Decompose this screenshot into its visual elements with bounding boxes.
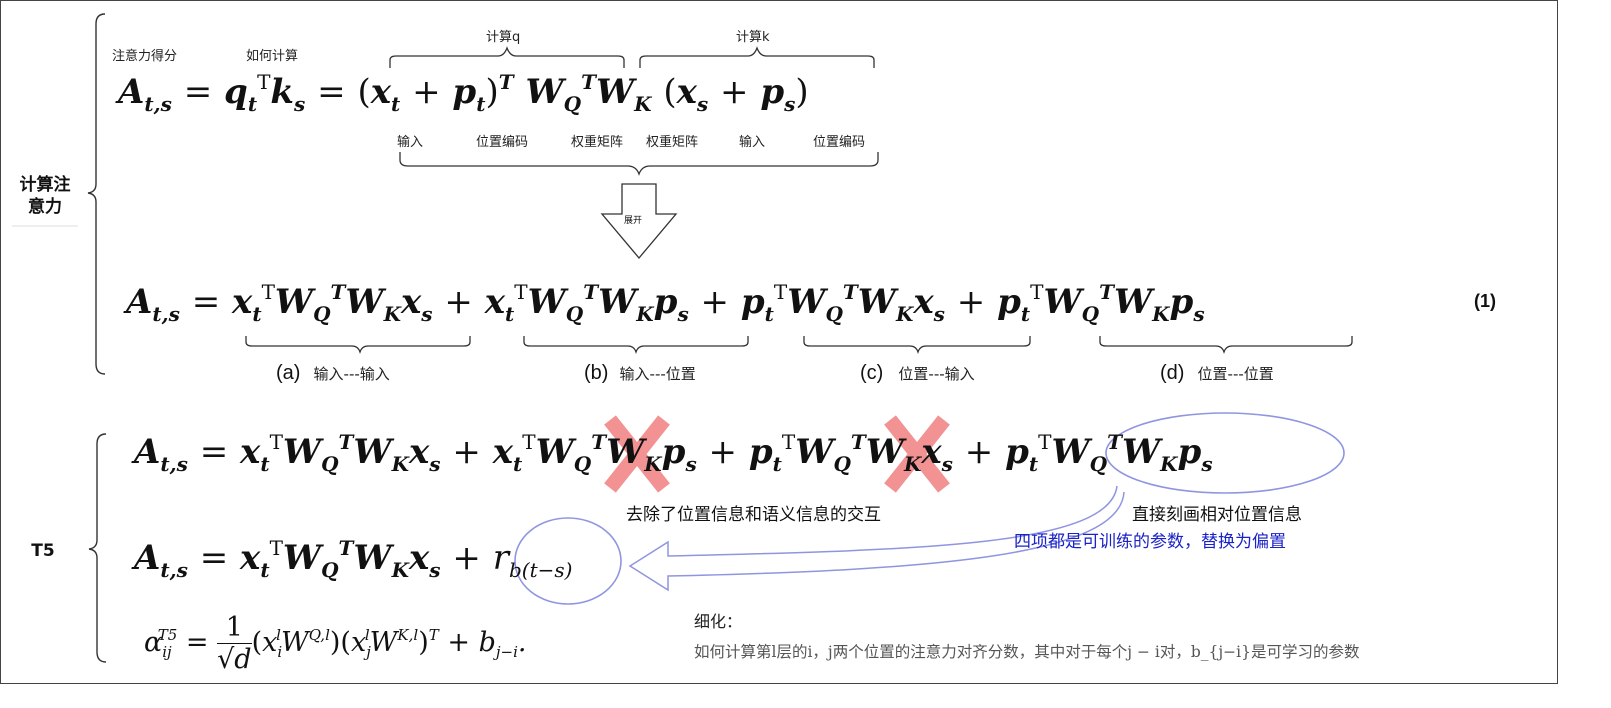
term-a-letter: (a): [276, 362, 301, 384]
expand-label: 展开: [624, 216, 643, 226]
t5-side-label: T5: [31, 541, 55, 561]
replace-arrow: [628, 485, 1125, 592]
trainable-bias-note: 四项都是可训练的参数，替换为偏置: [1014, 532, 1286, 552]
term-c-desc: 位置---输入: [898, 365, 975, 383]
term-b: (b) 输入---位置: [584, 362, 696, 385]
equation-number: (1): [1474, 291, 1496, 311]
input-label-1: 输入: [397, 135, 424, 150]
calc-q-label: 计算q: [486, 30, 521, 45]
brace-expand: [399, 152, 879, 176]
attention-side-label: 计算注 意力: [10, 174, 80, 218]
diagram-frame: [0, 0, 1558, 684]
brace-term-b: [523, 336, 749, 355]
equation-attention-score: At,s = qtTks = (xt + pt)T WQTWK (xs + ps…: [118, 70, 809, 116]
how-label: 如何计算: [246, 49, 299, 64]
ellipse-term-d: [1105, 412, 1345, 494]
brace-calc-q: [389, 46, 625, 68]
term-a-desc: 输入---输入: [313, 365, 390, 383]
brace-attention: [87, 13, 106, 375]
refine-label: 细化：: [694, 612, 743, 631]
expand-arrow: [600, 183, 678, 260]
direct-relative-note: 直接刻画相对位置信息: [1132, 505, 1302, 525]
score-label: 注意力得分: [112, 49, 178, 64]
attention-label-line2: 意力: [28, 197, 62, 217]
brace-term-d: [1099, 336, 1353, 355]
equation-expanded: At,s = xtTWQTWKxs + xtTWQTWKps + ptTWQTW…: [126, 280, 1205, 326]
attention-label-line1: 计算注: [19, 175, 71, 195]
cross-term-c: [884, 415, 950, 493]
brace-calc-k: [639, 46, 875, 68]
term-b-letter: (b): [584, 362, 609, 384]
term-d-desc: 位置---位置: [1197, 365, 1274, 383]
equation-t5-alpha: αijT5 = 1 √d (xilWQ,l)(xjlWK,l)T + bj−i.: [144, 612, 527, 675]
weight-label-2: 权重矩阵: [646, 135, 699, 150]
term-d-letter: (d): [1160, 362, 1185, 384]
refine-text: 如何计算第l层的i，j两个位置的注意力对齐分数，其中对于每个j − i对，b_{…: [694, 643, 1360, 661]
brace-term-a: [245, 336, 471, 355]
calc-k-label: 计算k: [736, 30, 770, 45]
brace-term-c: [803, 336, 1031, 355]
term-c-letter: (c): [860, 362, 884, 384]
pos-enc-label-1: 位置编码: [476, 135, 529, 150]
cross-term-b: [604, 415, 670, 493]
equation-t5-full: At,s = xtTWQTWKxs + xtTWQTWKps + ptTWQTW…: [134, 430, 1213, 476]
term-c: (c) 位置---输入: [860, 362, 975, 385]
equation-t5-bias: At,s = xtTWQTWKxs + rb(t−s): [134, 536, 573, 582]
brace-t5: [88, 433, 107, 663]
term-a: (a) 输入---输入: [276, 362, 390, 385]
term-d: (d) 位置---位置: [1160, 362, 1274, 385]
input-label-2: 输入: [739, 135, 766, 150]
term-b-desc: 输入---位置: [619, 365, 696, 383]
weight-label-1: 权重矩阵: [571, 135, 624, 150]
ellipse-bias: [514, 517, 622, 605]
pos-enc-label-2: 位置编码: [813, 135, 866, 150]
remove-interaction-note: 去除了位置信息和语义信息的交互: [626, 505, 881, 525]
